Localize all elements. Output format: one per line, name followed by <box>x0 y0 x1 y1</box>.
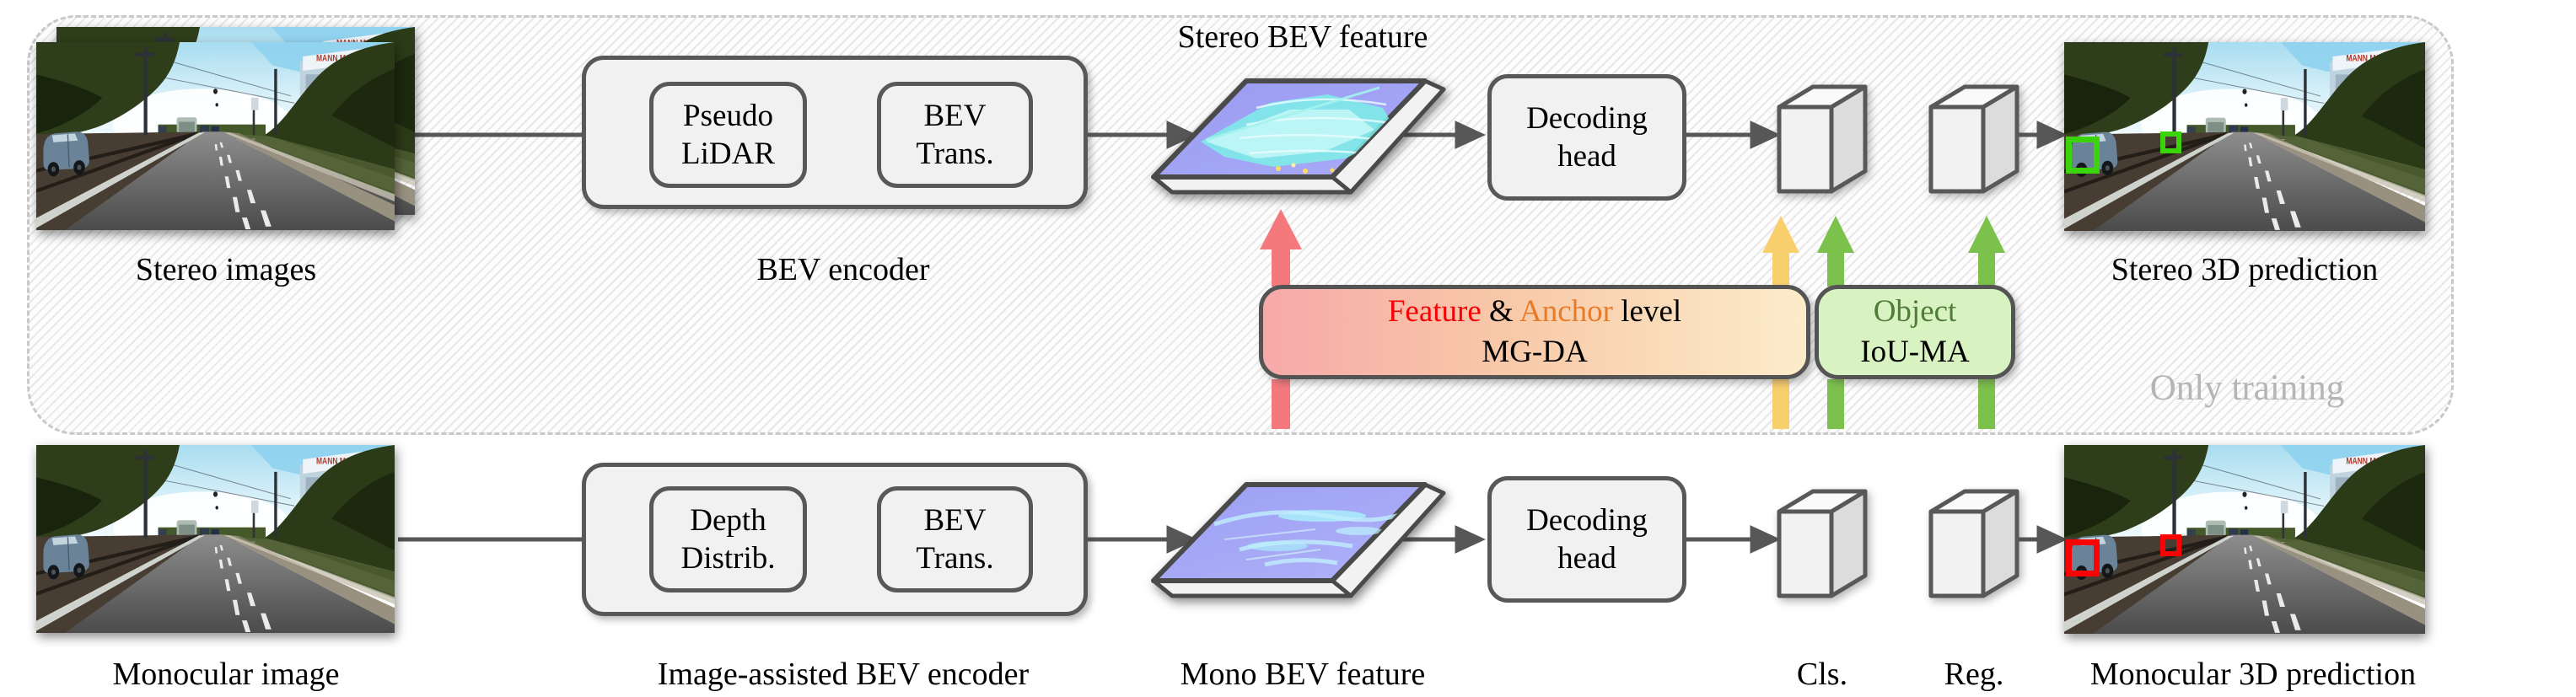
monocular-3d-prediction-caption: Monocular 3D prediction <box>2089 657 2417 692</box>
mgda-amp-text: & <box>1481 293 1520 329</box>
stereo-bev-feature-caption: Stereo BEV feature <box>1177 19 1428 55</box>
mono-prediction-bbox-large <box>2066 539 2100 576</box>
pseudo-lidar-box: Pseudo LiDAR <box>649 82 807 188</box>
cls-caption: Cls. <box>1796 657 1848 692</box>
stereo-reg-cube <box>1928 84 2019 194</box>
decoding-line2: head <box>1557 541 1616 576</box>
stereo-image-front <box>36 42 395 230</box>
stereo-images-caption: Stereo images <box>135 252 317 287</box>
yellow-anchor-distill-arrow <box>1762 216 1799 429</box>
decoding-line1: Decoding <box>1526 100 1648 136</box>
mgda-module-box: Feature & Anchor level MG-DA <box>1259 285 1810 379</box>
bev-trans-line1: BEV <box>923 98 987 133</box>
depth-distrib-box: Depth Distrib. <box>649 486 807 592</box>
stereo-prediction-bbox-small <box>2160 131 2181 153</box>
mono-bev-feature-slab <box>1151 482 1446 598</box>
mono-cls-cube <box>1777 489 1868 598</box>
stereo-3d-prediction-caption: Stereo 3D prediction <box>2111 252 2379 287</box>
arrow-encoder-to-feature-stereo <box>1088 121 1197 149</box>
image-assisted-encoder-caption: Image-assisted BEV encoder <box>657 657 1030 692</box>
monocular-image <box>36 445 395 633</box>
decoding-head-box-stereo: Decoding head <box>1487 74 1686 201</box>
mgda-anchor-text: Anchor <box>1519 293 1613 329</box>
green-iouma-arrow-reg <box>1968 216 2005 429</box>
red-feature-distill-arrow <box>1260 209 1302 429</box>
arrow-encoder-to-feature-mono <box>1088 525 1197 554</box>
monocular-image-caption: Monocular image <box>112 657 340 692</box>
arrow-decoding-to-cls-mono <box>1686 525 1781 554</box>
stereo-bev-feature-slab <box>1151 78 1446 195</box>
monocular-prediction-image <box>2064 445 2425 634</box>
bev-encoder-caption: BEV encoder <box>756 252 930 287</box>
iouma-object-text: Object <box>1873 293 1957 329</box>
stereo-prediction-bbox-large <box>2066 137 2100 174</box>
bev-trans-box-stereo: BEV Trans. <box>877 82 1033 188</box>
mono-reg-cube <box>1928 489 2019 598</box>
mgda-level-text: level <box>1613 293 1682 329</box>
reg-caption: Reg. <box>1944 657 2004 692</box>
iouma-name-text: IoU-MA <box>1860 335 1970 369</box>
decoding-head-box-mono: Decoding head <box>1487 476 1686 603</box>
green-iouma-arrow-cls <box>1817 216 1854 429</box>
depth-line2: Distrib. <box>680 541 776 576</box>
decoding-line2: head <box>1557 139 1616 174</box>
pseudo-lidar-line1: Pseudo <box>683 98 773 133</box>
bev-trans-line2: Trans. <box>916 541 994 576</box>
stereo-prediction-image <box>2064 42 2425 231</box>
bev-trans-box-mono: BEV Trans. <box>877 486 1033 592</box>
mgda-feature-text: Feature <box>1387 293 1482 329</box>
mgda-line1: Feature & Anchor level <box>1388 292 1681 332</box>
arrow-reg-to-prediction-mono <box>2019 525 2068 554</box>
bev-trans-line2: Trans. <box>916 137 994 171</box>
mgda-name-text: MG-DA <box>1482 335 1588 369</box>
only-training-caption: Only training <box>2149 368 2345 408</box>
arrow-decoding-to-cls-stereo <box>1686 121 1781 149</box>
decoding-line1: Decoding <box>1526 502 1648 538</box>
stereo-cls-cube <box>1777 84 1868 194</box>
pseudo-lidar-line2: LiDAR <box>681 137 775 171</box>
mono-bev-feature-caption: Mono BEV feature <box>1180 657 1426 692</box>
mono-prediction-bbox-small <box>2160 534 2181 556</box>
depth-line1: Depth <box>690 502 766 538</box>
bev-trans-line1: BEV <box>923 502 987 538</box>
arrow-reg-to-prediction-stereo <box>2019 121 2068 149</box>
iouma-module-box: Object IoU-MA <box>1815 285 2015 379</box>
